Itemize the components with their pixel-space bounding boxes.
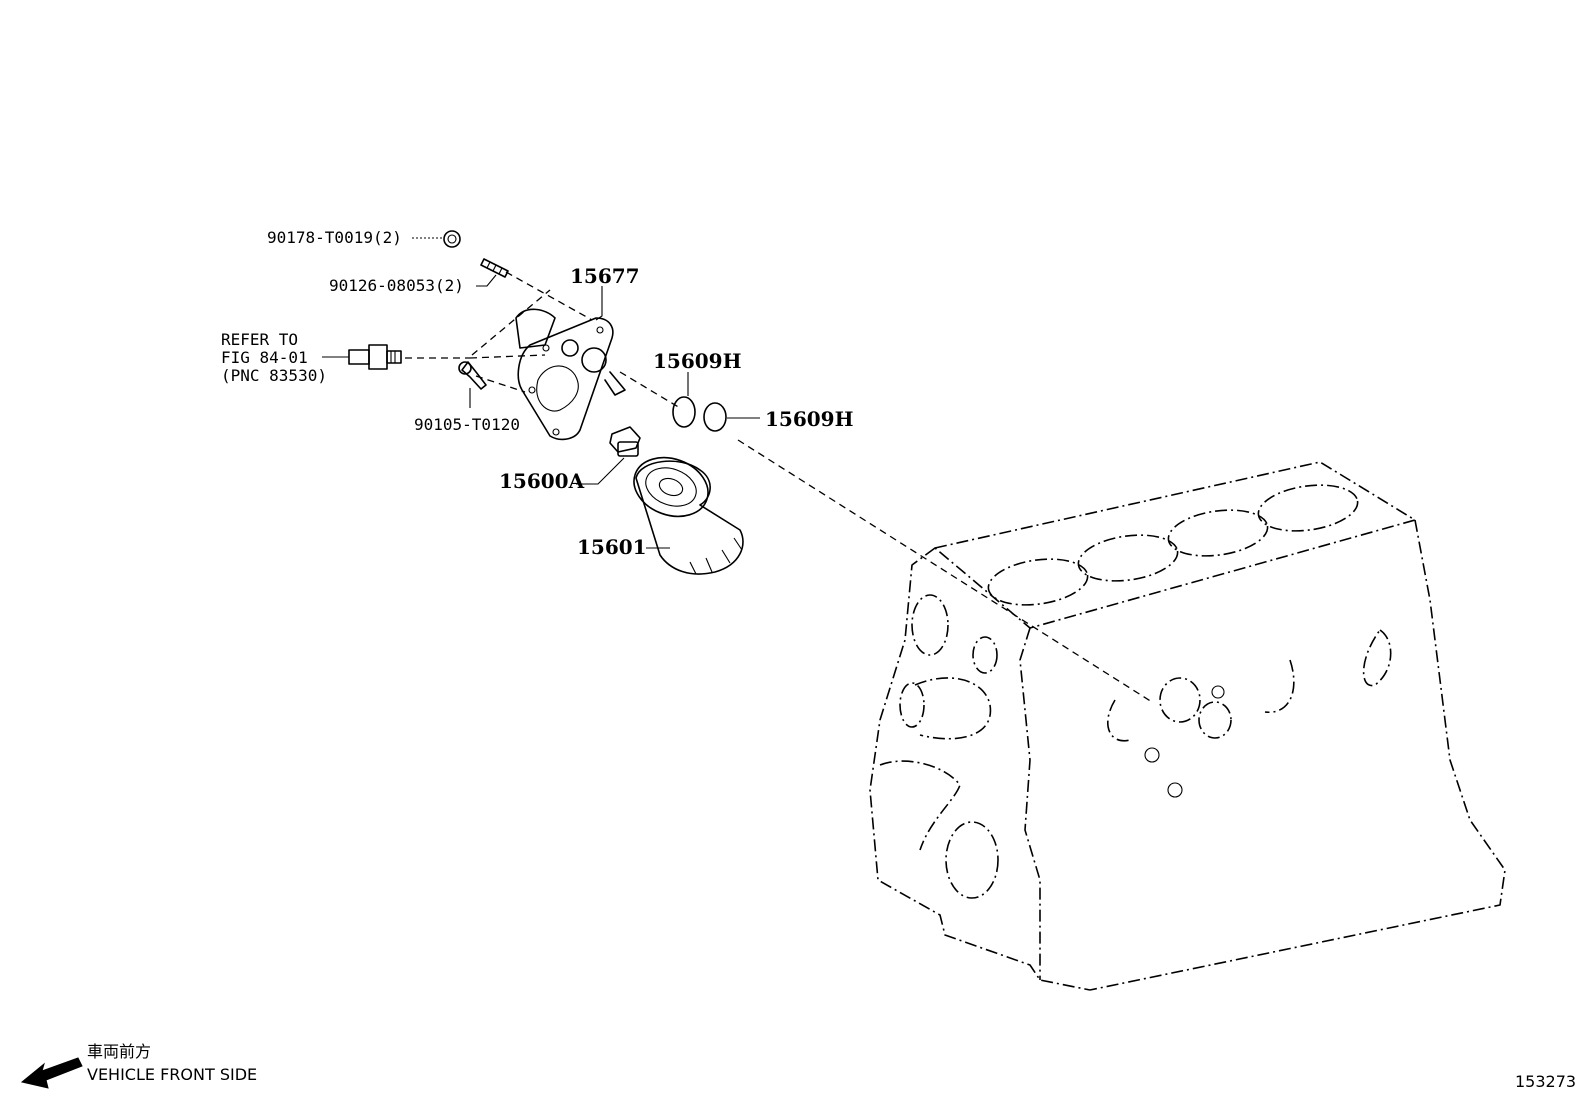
label-nut: 90178-T0019(2) — [267, 228, 402, 247]
label-refer-line1: REFER TO — [221, 330, 298, 349]
label-refer-line3: (PNC 83530) — [221, 366, 327, 385]
figure-id: 153273 — [1515, 1072, 1576, 1091]
assembly-lines — [405, 271, 1153, 703]
oil-pressure-switch — [322, 344, 402, 370]
legend-jp: 車両前方 — [87, 1042, 151, 1061]
label-oring-lower: 15609H — [765, 407, 853, 431]
label-bracket: 15677 — [570, 264, 640, 288]
nut-part — [412, 230, 461, 248]
stud-part — [476, 258, 509, 287]
oil-filter-part — [633, 456, 744, 575]
label-plug: 15600A — [499, 469, 585, 493]
arrow-left-icon — [20, 1057, 83, 1089]
union-bolt-part — [458, 361, 487, 408]
label-refer-line2: FIG 84-01 — [221, 348, 308, 367]
o-ring-upper — [672, 372, 696, 428]
label-stud: 90126-08053(2) — [329, 276, 464, 295]
label-oring-upper: 15609H — [653, 349, 741, 373]
engine-block — [869, 461, 1506, 991]
label-filter: 15601 — [577, 535, 647, 559]
legend-en: VEHICLE FRONT SIDE — [87, 1065, 257, 1084]
o-ring-lower — [703, 402, 760, 432]
filter-bracket-part — [515, 286, 626, 441]
label-union-bolt: 90105-T0120 — [414, 415, 520, 434]
plug-part — [576, 426, 641, 485]
front-side-legend: 車両前方 VEHICLE FRONT SIDE — [20, 1042, 257, 1089]
